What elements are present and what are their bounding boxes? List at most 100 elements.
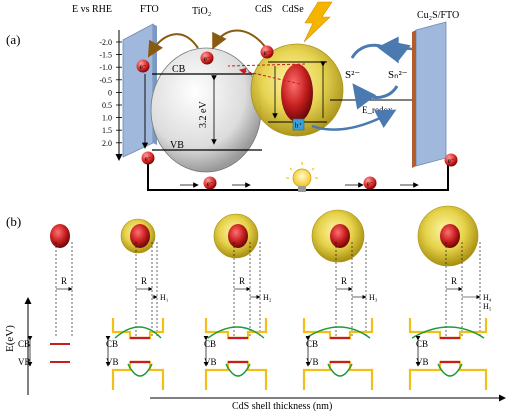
redox-cycle-arrow-bottom (352, 83, 399, 110)
electron-icon (141, 151, 155, 165)
redox-cycle-arrow-top (350, 36, 399, 64)
energy-tick-label: 0 (108, 88, 112, 97)
shell-thickness-label: H₄ (483, 293, 492, 302)
electron-icon (200, 51, 214, 65)
electron-symbol: e⁻ (264, 49, 271, 57)
qd-column: R CB VB (18, 224, 73, 367)
energy-axis-b-title: E(eV) (4, 325, 16, 352)
cdse-core-sphere (228, 224, 248, 248)
panel-b-label: (b) (6, 214, 21, 229)
cdse-core-sphere (330, 224, 350, 248)
electron-markers: e⁻ e⁻ e⁻ e⁻ e⁻ e⁻ e⁻ h⁺ (136, 45, 458, 190)
sn2-label: Sₙ²⁻ (388, 69, 408, 81)
fto-label: FTO (140, 4, 159, 15)
hole-wavefunction (127, 363, 153, 377)
shell-thickness-label: H₃ (369, 293, 378, 302)
band-cb-label: CB (416, 339, 428, 349)
energy-axis-ticks: -2.0 -1.5 -1.0 -0.5 0 0.5 1.0 1.5 2.0 (99, 38, 122, 148)
cb-well (302, 318, 374, 340)
electron-injection-arrow (147, 33, 199, 58)
band-vb-label: VB (306, 357, 319, 367)
shell-thickness-label: H₅ (483, 302, 492, 311)
energy-tick-label: -1.0 (99, 63, 112, 72)
cdse-core-sphere (440, 224, 460, 248)
energy-tick-label: 1.0 (102, 114, 112, 123)
electron-wavefunction (207, 326, 265, 339)
cu2s-fto-electrode (415, 21, 447, 167)
band-cb-label: CB (204, 339, 216, 349)
tio2-vb-label: VB (170, 140, 184, 151)
cdse-core (281, 64, 313, 122)
tio2-cb-label: CB (172, 64, 186, 75)
electron-icon (260, 45, 274, 59)
qd-column: R H₃ CB VB (302, 209, 378, 390)
radius-label: R (239, 276, 245, 286)
electron-symbol: e⁻ (448, 157, 455, 165)
tio2-label: TiO₂ (192, 6, 211, 17)
energy-tick-label: 1.5 (102, 126, 112, 135)
hole-icon (292, 118, 305, 131)
shell-thickness-label: H₁ (160, 293, 169, 302)
band-vb-label: VB (204, 357, 217, 367)
panel-a-label: (a) (6, 32, 20, 47)
electron-symbol: e⁻ (207, 180, 214, 188)
thickness-axis-title: CdS shell thickness (nm) (232, 401, 332, 412)
energy-tick-label: 2.0 (102, 139, 112, 148)
band-vb-label: VB (18, 357, 31, 367)
radius-label: R (141, 276, 147, 286)
electron-icon (136, 59, 150, 73)
cb-well (408, 318, 488, 340)
energy-tick-label: -2.0 (99, 38, 112, 47)
cu2s-fto-label: Cu₂S/FTO (417, 10, 459, 21)
hole-transfer-arrow (311, 109, 397, 131)
hole-symbol: h⁺ (295, 122, 303, 130)
shell-thickness-label: H₂ (263, 293, 272, 302)
light-bulb-icon (286, 162, 318, 192)
qd-to-tio2-arrow (212, 29, 267, 50)
electron-symbol: e⁻ (367, 180, 374, 188)
fto-anode (122, 23, 154, 158)
electron-symbol: e⁻ (145, 155, 152, 163)
cu2s-layer (412, 30, 416, 168)
band-vb-label: VB (106, 357, 119, 367)
electron-transfer-dashes-2 (239, 67, 301, 85)
band-cb-label: CB (18, 339, 30, 349)
electron-transfer-dashes (227, 63, 306, 67)
electron-wavefunction (411, 326, 485, 339)
electron-icon (203, 176, 217, 190)
hole-wavefunction (225, 363, 251, 377)
cdse-core-sphere (50, 224, 70, 248)
qd-column: R H₁ CB VB (105, 218, 169, 390)
electron-symbol: e⁻ (204, 55, 211, 63)
cdse-core-sphere (130, 224, 150, 248)
energy-axis-title: E vs RHE (72, 4, 112, 15)
radius-label: R (341, 276, 347, 286)
light-bolt-icon (303, 1, 333, 43)
bandgap-label: 3.2 eV (198, 101, 209, 128)
energy-tick-label: -0.5 (99, 76, 112, 85)
electron-icon (444, 153, 458, 167)
qd-column: R H₂ CB VB (203, 213, 272, 390)
hole-wavefunction (437, 363, 463, 377)
s2-label: S²⁻ (345, 69, 360, 81)
electron-icon (363, 176, 377, 190)
band-cb-label: CB (306, 339, 318, 349)
cdse-label: CdSe (282, 4, 304, 15)
band-cb-label: CB (106, 339, 118, 349)
band-vb-label: VB (416, 357, 429, 367)
radius-label: R (61, 276, 67, 286)
electron-wavefunction (305, 326, 371, 339)
energy-tick-label: -1.5 (99, 51, 112, 60)
electron-wavefunction (114, 326, 162, 339)
cb-well (111, 318, 165, 340)
energy-tick-label: 0.5 (102, 101, 112, 110)
cds-label: CdS (255, 4, 272, 15)
electron-symbol: e⁻ (140, 63, 147, 71)
hole-wavefunction (327, 363, 353, 377)
radius-label: R (451, 276, 457, 286)
cb-well (204, 318, 268, 340)
